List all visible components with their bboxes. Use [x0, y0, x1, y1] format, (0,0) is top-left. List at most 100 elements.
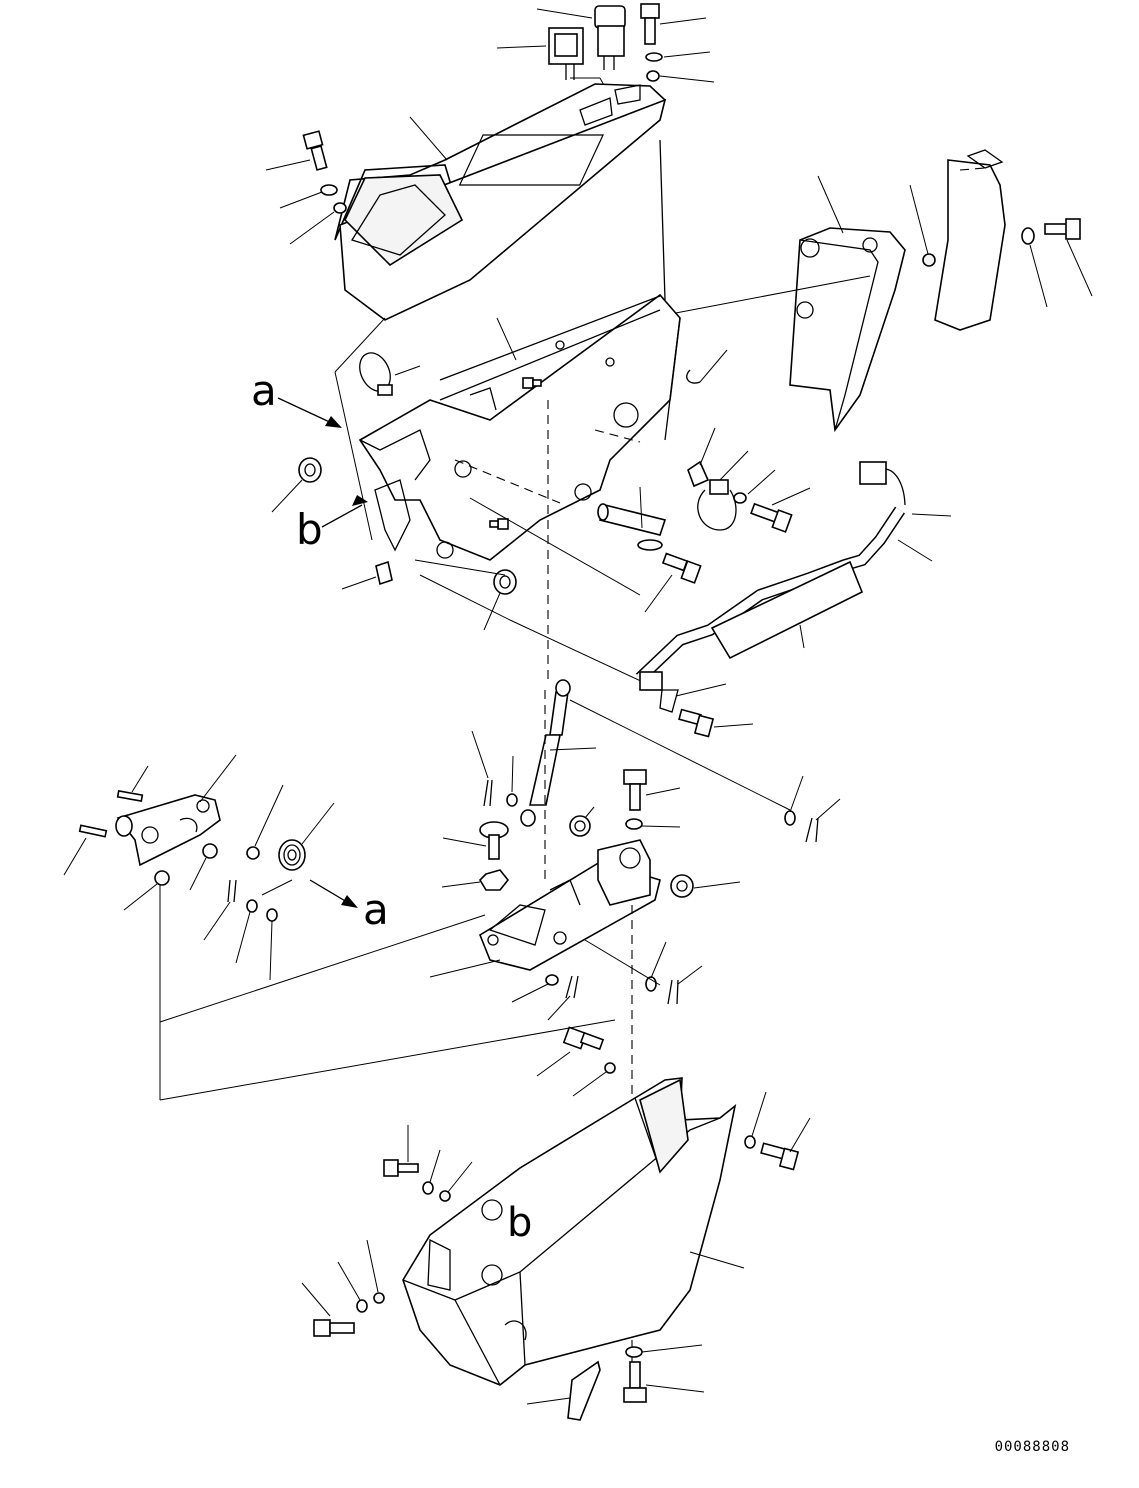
link-collar-a — [202, 843, 218, 859]
bracket-washer — [1021, 227, 1035, 245]
leader — [713, 723, 754, 728]
leader — [584, 939, 661, 986]
console-frame — [358, 293, 681, 561]
link-collar-b — [154, 870, 170, 886]
leader — [789, 1117, 811, 1153]
leader — [747, 469, 776, 495]
bracket-bolt — [1044, 218, 1081, 240]
leader — [536, 8, 593, 19]
base-nut — [478, 869, 510, 891]
link-cotter — [227, 879, 237, 903]
leader — [817, 175, 844, 234]
leader — [699, 427, 716, 466]
link-washer — [246, 846, 260, 860]
leader — [337, 1261, 361, 1301]
drawing-number: 00088808 — [995, 1439, 1070, 1455]
retainer-clip — [375, 560, 393, 586]
pin-washer — [506, 793, 518, 807]
leader — [547, 995, 571, 1021]
leader — [526, 1397, 571, 1405]
leader — [414, 559, 506, 576]
cover-nut-upper — [439, 1190, 451, 1202]
cover-washer-left — [320, 184, 338, 196]
link-plate — [115, 794, 221, 867]
bottom-bolt — [623, 1361, 647, 1403]
base-bracket — [479, 839, 661, 971]
link-washer-low — [246, 899, 258, 913]
leader — [441, 881, 481, 888]
cotter-pin-right — [805, 817, 819, 843]
leader — [442, 837, 487, 847]
leader — [419, 574, 511, 621]
pivot-cotter — [667, 979, 679, 1005]
leader — [496, 45, 547, 49]
leader — [496, 317, 517, 361]
leader — [63, 837, 87, 876]
leader — [645, 1384, 705, 1393]
right-side-cover — [789, 227, 906, 433]
leader — [265, 159, 311, 171]
upper-console-cover — [334, 83, 667, 321]
leader — [771, 487, 811, 506]
collar-right — [493, 569, 517, 595]
cover-bolt-right — [760, 1142, 800, 1171]
cable-bolt — [678, 708, 715, 738]
top-lock-washer — [646, 70, 660, 82]
base-bolt — [623, 769, 647, 811]
small-clip — [686, 369, 701, 384]
svg-text:a: a — [251, 366, 277, 415]
cover-lock-washer-left — [333, 202, 347, 214]
leader — [471, 730, 489, 779]
bottom-trim-clip — [567, 1360, 601, 1421]
cable-tie — [359, 352, 393, 396]
leader — [447, 1161, 473, 1193]
base-bolt-left — [479, 821, 509, 860]
side-bracket — [934, 149, 1006, 331]
leader — [429, 959, 501, 978]
leader — [584, 806, 595, 819]
leader — [536, 1051, 571, 1077]
view-marker-a-lower: a — [309, 879, 389, 934]
leader — [1066, 239, 1093, 297]
leader — [815, 798, 841, 821]
top-washer — [645, 52, 663, 62]
leader — [699, 349, 728, 383]
leader — [271, 479, 303, 513]
side-cover-nut — [922, 253, 936, 267]
base-washer — [625, 818, 643, 830]
cover-bolt-upper-left — [383, 1159, 419, 1177]
leader — [689, 1251, 745, 1269]
leader — [641, 1344, 703, 1353]
leader — [572, 1071, 607, 1097]
leader — [751, 1091, 767, 1137]
clamp-bolt — [750, 502, 793, 533]
link-pin-left — [78, 824, 108, 838]
link-pin-top — [116, 790, 144, 802]
leader — [189, 857, 207, 891]
leader — [645, 787, 681, 796]
lower-console-cover: b — [402, 1077, 737, 1386]
leader — [254, 784, 284, 847]
leader — [301, 1282, 331, 1317]
leader — [511, 755, 514, 793]
cover-washer-upper — [422, 1181, 434, 1195]
base-collar — [569, 815, 591, 837]
pivot-collar — [670, 874, 694, 898]
leader — [719, 450, 749, 481]
link-lock-washer — [266, 908, 278, 922]
bracket-washer-low — [545, 974, 559, 986]
lower-bolt-mid — [562, 1026, 605, 1051]
lower-nut-mid — [604, 1062, 616, 1074]
top-bolt — [640, 3, 660, 45]
frame-screw — [522, 377, 542, 389]
leader — [235, 911, 251, 964]
leader — [789, 775, 804, 813]
leader — [911, 513, 952, 517]
leader — [897, 539, 933, 562]
leader — [334, 371, 373, 541]
view-marker-b-upper: b — [296, 495, 368, 554]
leader — [203, 901, 231, 941]
leader — [509, 619, 661, 691]
leader — [1029, 244, 1048, 308]
